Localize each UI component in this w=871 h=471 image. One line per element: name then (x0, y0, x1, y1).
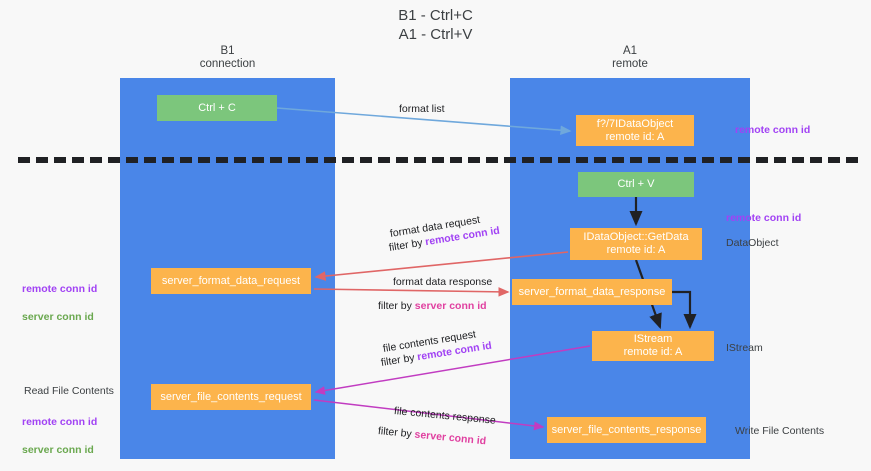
column-header-a1: A1 remote (612, 45, 648, 70)
annotation-conn-ids-bottom: remote conn id server conn id (22, 401, 97, 471)
edge-format-data-request (314, 251, 569, 281)
section-divider (18, 157, 858, 163)
annotation-server-conn-id: server conn id (22, 311, 94, 323)
edge-file-contents-response (313, 399, 545, 431)
column-header-b1: B1 connection (199, 45, 256, 70)
node-server-format-data-request[interactable]: server_format_data_request (151, 268, 311, 294)
filter-prefix: filter by (377, 425, 416, 441)
filter-key-server-conn-id: server conn id (414, 300, 487, 312)
node-ctrl-v[interactable]: Ctrl + V (578, 172, 694, 197)
node-server-file-contents-response[interactable]: server_file_contents_response (547, 417, 706, 443)
edge-file-contents-request (314, 345, 591, 395)
annotation-write-file-contents: Write File Contents (735, 425, 825, 437)
annotation-remote-conn-id-top: remote conn id (735, 124, 811, 136)
edge-format-list (276, 107, 572, 136)
node-server-format-data-response[interactable]: server_format_data_response (512, 279, 672, 305)
annotation-server-conn-id: server conn id (22, 444, 94, 456)
node-server-file-contents-request[interactable]: server_file_contents_request (151, 384, 311, 410)
annotation-remote-conn-id-mid: remote conn id (726, 212, 802, 224)
edge-label-format-list: format list (399, 103, 445, 115)
edge-label-format-data-response: format data response (393, 275, 492, 289)
edge-label-format-data-response-filter: filter by server conn id (378, 299, 487, 313)
edge-response-to-istream (672, 290, 697, 330)
edge-label-format-data-response-text: format data response (393, 276, 493, 288)
node-idataobject-getdata[interactable]: IDataObject::GetData remote id: A (570, 228, 702, 260)
annotation-remote-conn-id: remote conn id (22, 416, 98, 428)
annotation-dataobject: DataObject (726, 237, 779, 249)
filter-prefix: filter by (378, 300, 415, 312)
node-ctrl-c[interactable]: Ctrl + C (157, 95, 277, 121)
annotation-istream: IStream (726, 342, 763, 354)
page-title: B1 - Ctrl+C A1 - Ctrl+V (398, 7, 473, 43)
annotation-read-file-contents: Read File Contents (24, 385, 114, 397)
edge-format-data-response (313, 287, 510, 297)
annotation-remote-conn-id: remote conn id (22, 283, 98, 295)
node-get-idataobject[interactable]: f?/7IDataObject remote id: A (576, 115, 694, 146)
node-istream[interactable]: IStream remote id: A (592, 331, 714, 361)
annotation-conn-ids-mid: remote conn id server conn id (22, 268, 97, 338)
